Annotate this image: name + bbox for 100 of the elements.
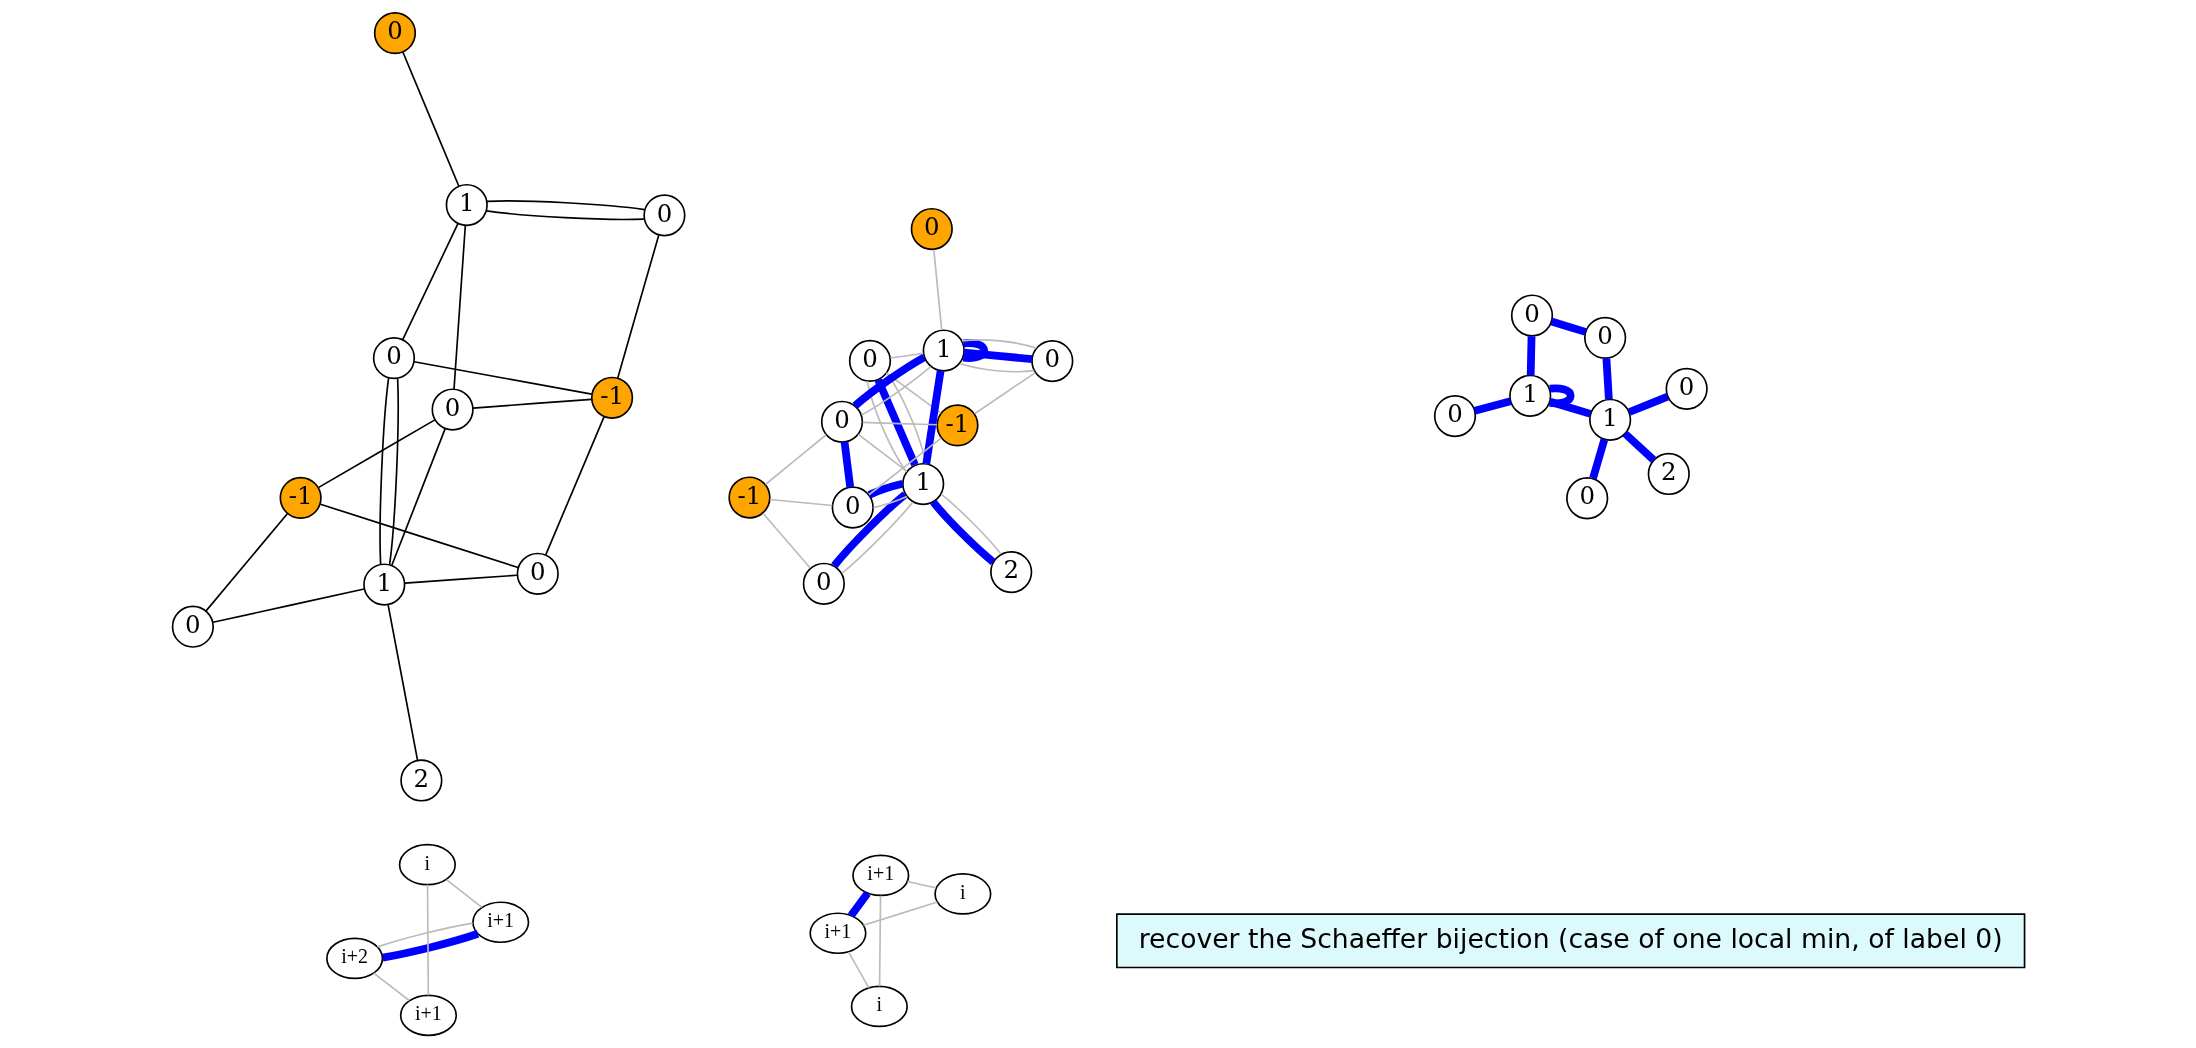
- connector: [1622, 430, 1656, 463]
- connector: [386, 603, 418, 762]
- node-circle: -1: [935, 404, 979, 447]
- connector: [412, 360, 592, 395]
- connector: [1602, 358, 1613, 400]
- node-circle: 0: [820, 400, 863, 443]
- node-circle: 0: [1433, 394, 1476, 438]
- connector: [401, 51, 460, 187]
- connector: [426, 883, 429, 997]
- connector: [860, 365, 931, 416]
- connector: [940, 493, 1002, 555]
- node-circle: 0: [171, 605, 214, 648]
- connector: [830, 491, 908, 569]
- node-circle: 0: [1665, 367, 1708, 410]
- connector: [847, 891, 871, 918]
- node-ellipse: i: [850, 985, 908, 1028]
- node-circle: 0: [642, 194, 686, 237]
- connector: [317, 419, 436, 489]
- connector: [381, 930, 479, 962]
- node-circle: 1: [1508, 374, 1551, 417]
- connector: [1627, 392, 1669, 416]
- node-circle: 2: [399, 759, 442, 802]
- connector: [1548, 398, 1591, 418]
- connector: [840, 501, 914, 575]
- connector: [485, 200, 645, 211]
- connector: [211, 588, 365, 624]
- node-circle: 1: [901, 462, 944, 506]
- node-ellipse: i: [933, 873, 991, 915]
- node-circle: 1: [922, 329, 965, 372]
- node-ellipse: i+2: [325, 937, 383, 980]
- connector: [874, 378, 918, 467]
- connector: [378, 377, 389, 566]
- connector: [847, 951, 870, 989]
- node-circle: 0: [373, 11, 416, 55]
- connector: [857, 433, 908, 473]
- connector: [958, 362, 1035, 373]
- node-circle: -1: [727, 476, 771, 519]
- connector: [867, 437, 942, 496]
- connector: [376, 922, 473, 948]
- node-circle: 0: [1510, 294, 1553, 337]
- connector: [973, 371, 1036, 415]
- connector: [452, 224, 466, 390]
- connector: [319, 503, 519, 569]
- node-circle: 0: [802, 562, 845, 605]
- connector: [1473, 397, 1511, 415]
- connector: [471, 398, 592, 409]
- connector: [1548, 384, 1575, 408]
- connector: [872, 495, 908, 509]
- connector: [403, 574, 518, 584]
- connector: [204, 512, 288, 612]
- node-circle: 0: [848, 339, 891, 383]
- connector: [932, 248, 943, 331]
- node-ellipse: i+1: [471, 901, 529, 944]
- connector: [616, 234, 660, 379]
- connector: [906, 880, 937, 889]
- connector: [764, 434, 827, 486]
- node-circle: 2: [1647, 452, 1690, 496]
- node-circle: 2: [989, 550, 1032, 594]
- node-circle: -1: [279, 476, 322, 519]
- node-circle: 0: [1030, 339, 1073, 383]
- node-circle: -1: [590, 376, 633, 419]
- connector: [867, 480, 903, 499]
- connector: [485, 210, 645, 221]
- connector: [372, 972, 410, 1002]
- node-circle: 0: [1565, 477, 1608, 520]
- node-circle: 0: [430, 388, 474, 431]
- connector: [960, 339, 1037, 350]
- node-ellipse: i+1: [399, 994, 457, 1037]
- connector: [768, 498, 833, 507]
- connector: [862, 901, 938, 926]
- node-circle: 0: [516, 552, 559, 595]
- node-circle: 1: [362, 563, 405, 606]
- node-circle: 0: [372, 337, 415, 380]
- node-ellipse: i+1: [808, 912, 867, 955]
- node-box: recover the Schaeffer bijection (case of one local min, of label 0): [1115, 913, 2025, 969]
- connector: [878, 895, 881, 988]
- connector: [445, 878, 483, 909]
- connector: [840, 441, 854, 488]
- connector: [1549, 317, 1587, 336]
- node-circle: 0: [1583, 316, 1626, 359]
- node-circle: 0: [910, 207, 953, 251]
- node-ellipse: i: [398, 843, 456, 886]
- connector: [852, 353, 926, 409]
- node-circle: 0: [831, 486, 874, 529]
- connector: [962, 339, 988, 362]
- node-circle: 1: [445, 183, 488, 227]
- connector: [963, 348, 1032, 363]
- connector: [401, 222, 459, 341]
- connector: [1588, 438, 1608, 480]
- connector: [889, 352, 924, 359]
- connector: [929, 499, 996, 565]
- node-ellipse: i+1: [851, 854, 909, 897]
- connector: [861, 421, 938, 426]
- connector: [544, 415, 605, 556]
- node-circle: 1: [1588, 398, 1631, 441]
- connector: [921, 370, 944, 465]
- connector: [1526, 336, 1535, 376]
- connector: [388, 377, 399, 566]
- connector: [761, 512, 811, 569]
- connector: [390, 427, 446, 567]
